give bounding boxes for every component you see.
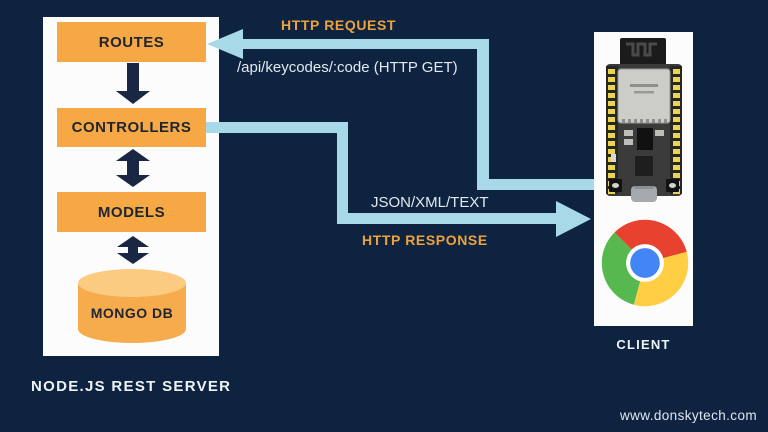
client-caption: CLIENT	[616, 337, 671, 352]
arrow-updown-icon	[117, 236, 149, 264]
smd-pad	[624, 130, 633, 136]
arrow-down-icon	[116, 63, 150, 104]
smd-pad	[624, 139, 633, 145]
controllers-label: CONTROLLERS	[71, 119, 192, 136]
http-request-label: HTTP REQUEST	[281, 17, 397, 33]
routes-box: ROUTES	[57, 22, 206, 62]
shield-castellation	[622, 119, 667, 123]
chrome-red-sector	[614, 219, 687, 263]
chrome-green-sector	[601, 232, 645, 305]
regulator-chip	[635, 156, 653, 176]
models-box: MODELS	[57, 192, 206, 232]
internal-flow-arrows	[116, 63, 150, 264]
request-endpoint-label: /api/keycodes/:code (HTTP GET)	[237, 59, 458, 76]
website-watermark: www.donskytech.com	[620, 408, 757, 423]
arrow-updown-icon	[116, 149, 150, 187]
button-cap	[669, 183, 676, 188]
cylinder-body	[78, 283, 186, 343]
http-request-arrow	[207, 29, 594, 190]
chrome-browser-icon	[601, 219, 689, 307]
cylinder-top	[78, 269, 186, 297]
controllers-box: CONTROLLERS	[57, 108, 206, 147]
server-caption: NODE.JS REST SERVER	[31, 378, 232, 395]
usb-uart-chip	[637, 128, 653, 150]
mongodb-cylinder: MONGO DB	[78, 269, 186, 343]
http-response-arrow	[206, 122, 591, 237]
client-panel	[594, 32, 693, 326]
rf-shield	[617, 68, 671, 124]
server-panel: ROUTES CONTROLLERS MODELS MONGO DB	[43, 17, 219, 356]
button-cap	[612, 183, 619, 188]
http-response-label: HTTP RESPONSE	[362, 232, 488, 248]
antenna-trace	[626, 42, 657, 57]
usb-lip	[634, 186, 654, 189]
esp32-board-icon	[606, 38, 682, 202]
mongodb-label: MONGO DB	[91, 305, 174, 321]
routes-label: ROUTES	[98, 33, 165, 51]
micro-usb-port	[631, 186, 657, 202]
led	[611, 154, 616, 162]
shield-print-line	[630, 84, 658, 87]
models-label: MODELS	[97, 203, 166, 221]
chrome-blue-core	[630, 248, 660, 278]
shield-print-line	[634, 91, 654, 94]
response-payload-label: JSON/XML/TEXT	[371, 194, 489, 211]
smd-pad	[655, 130, 664, 136]
